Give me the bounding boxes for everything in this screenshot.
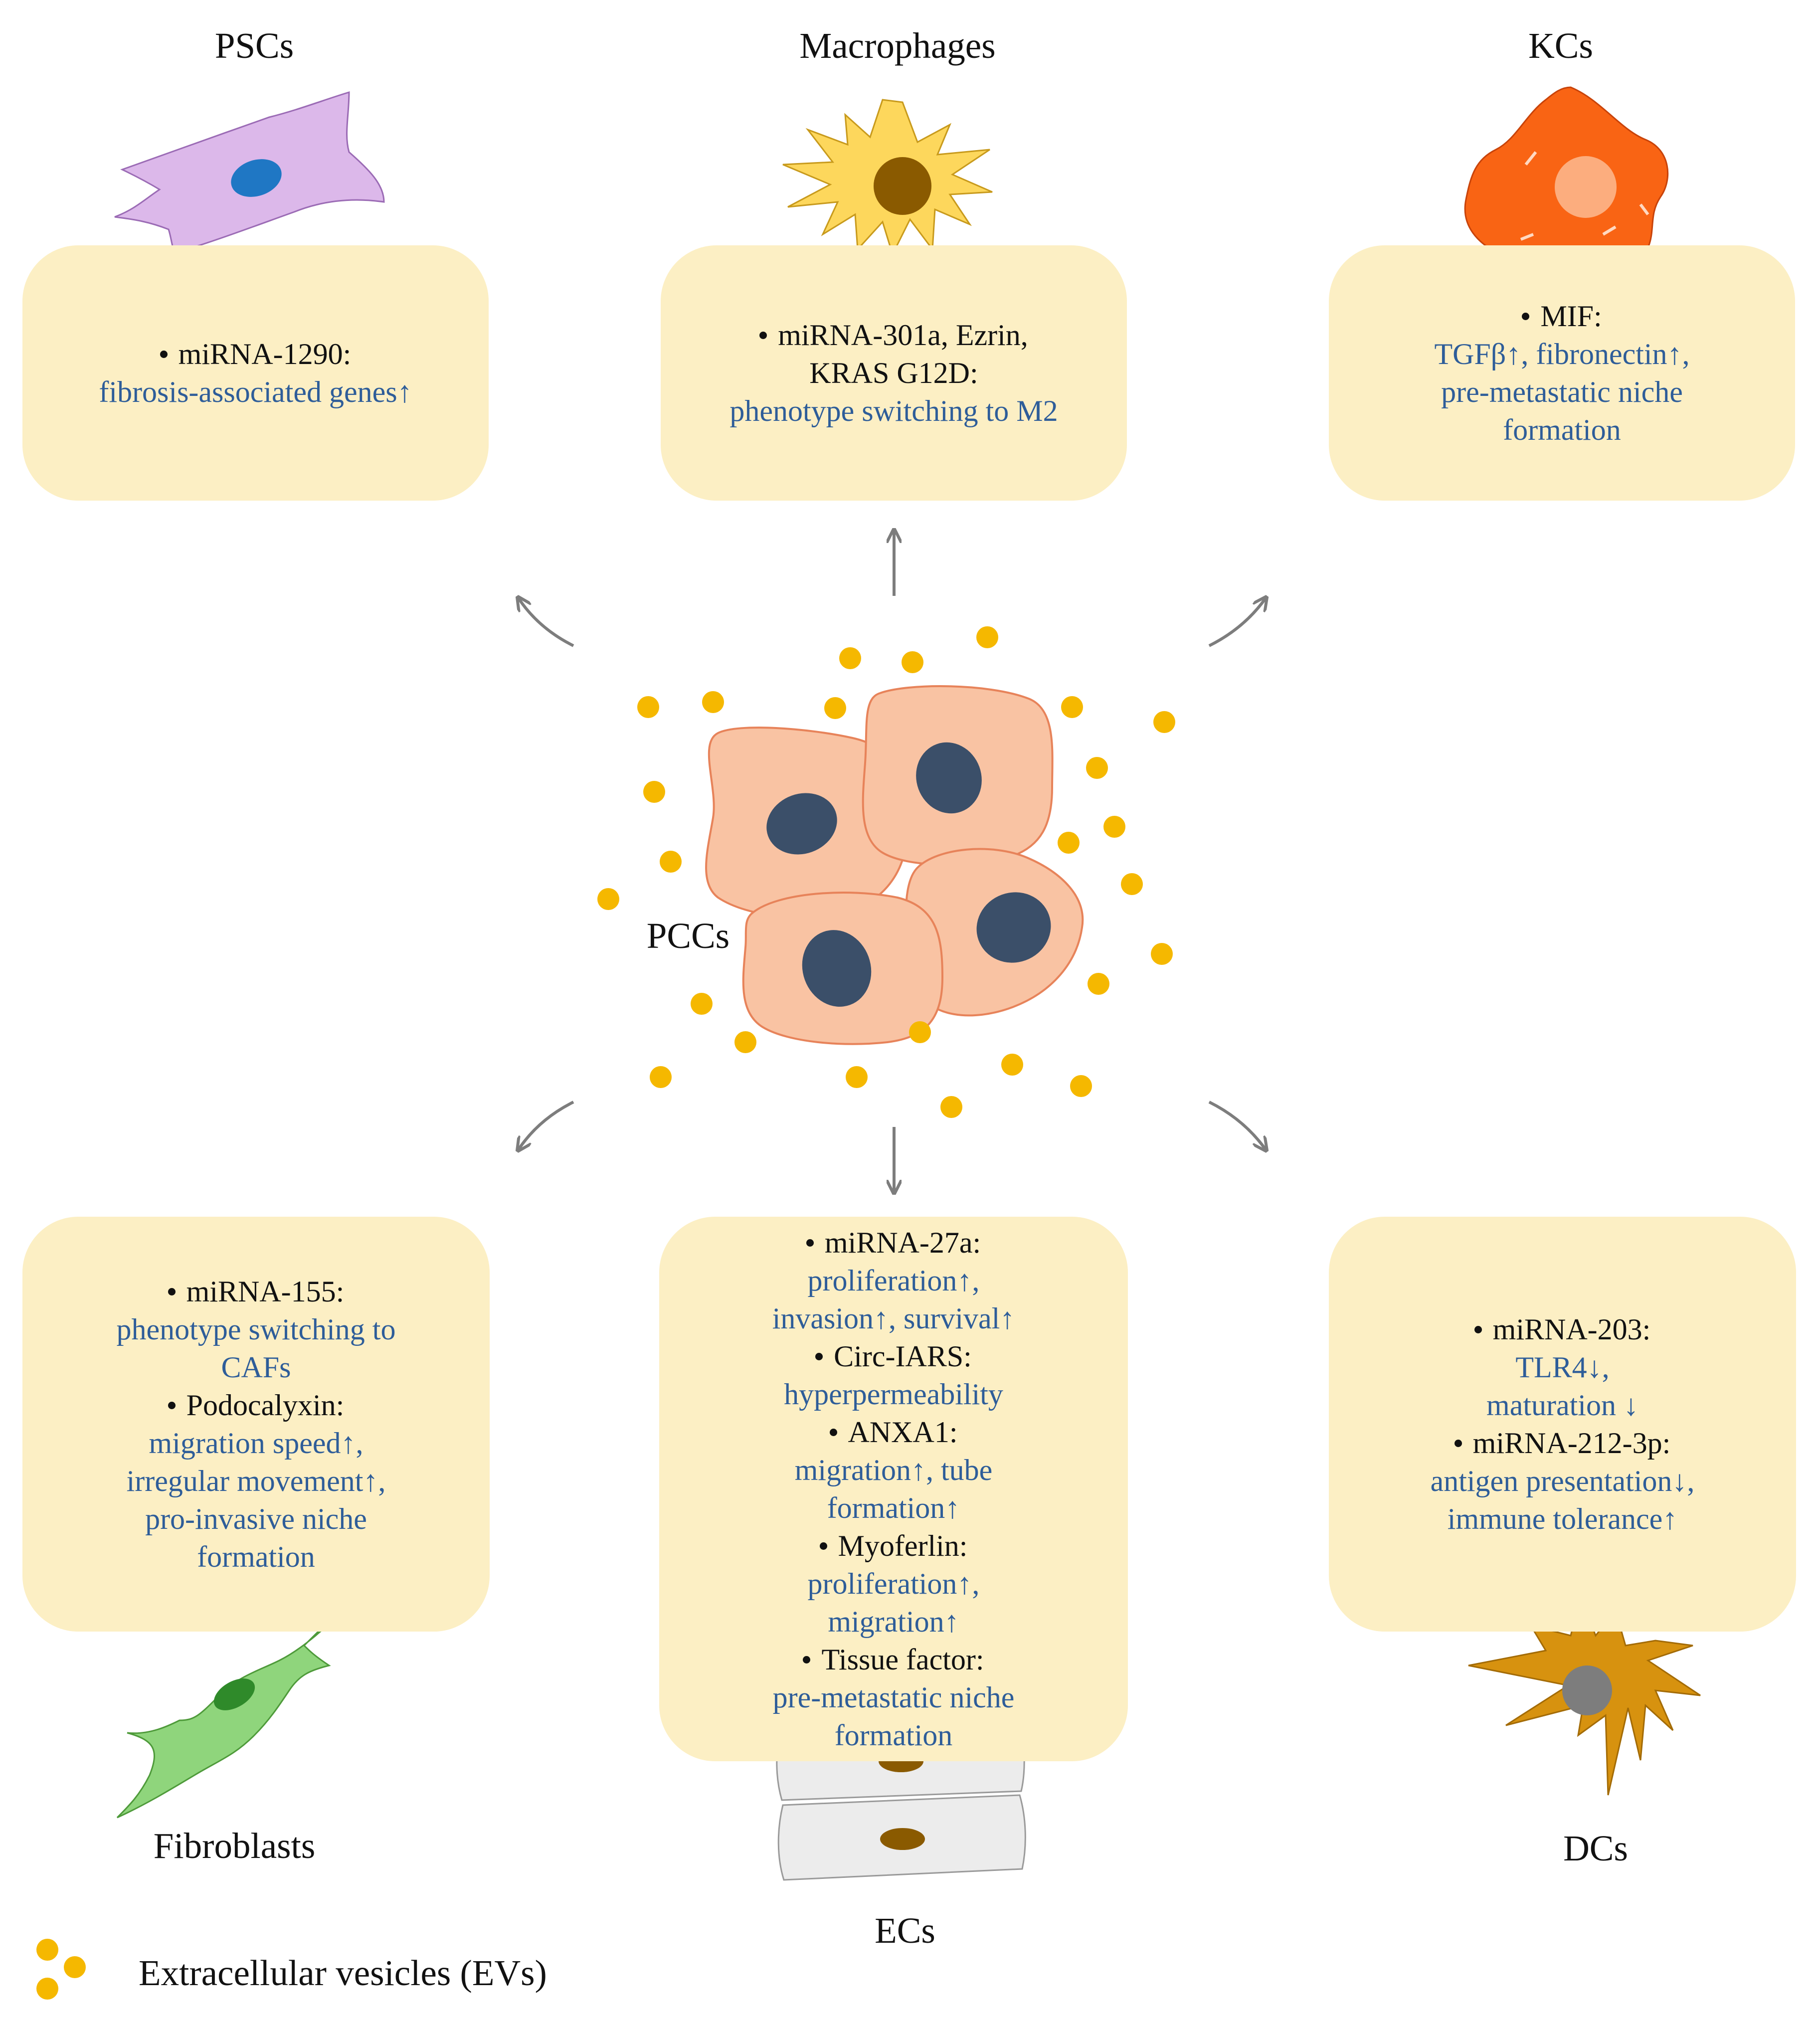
effect-line: antigen presentation↓, xyxy=(1430,1465,1695,1497)
effect-line: formation xyxy=(834,1719,953,1752)
arrows xyxy=(519,531,1266,1192)
effect-line: hyperpermeability xyxy=(784,1378,1003,1411)
effect-line: phenotype switching to M2 xyxy=(729,394,1058,427)
molecule-label: MIF: xyxy=(1540,300,1602,333)
effect-line: TLR4↓, xyxy=(1515,1351,1610,1384)
label-fibroblasts: Fibroblasts xyxy=(153,1826,316,1866)
effect-line: irregular movement↑, xyxy=(126,1465,386,1497)
effect-line: maturation ↓ xyxy=(1486,1389,1638,1422)
effect-line: migration↑ xyxy=(828,1605,959,1638)
kc-cell-icon xyxy=(1464,86,1669,286)
molecule-label: miRNA-301a, Ezrin, xyxy=(778,319,1028,352)
effect-line: TGFβ↑, fibronectin↑, xyxy=(1434,338,1690,370)
arrow-to-dcs xyxy=(1208,1101,1266,1149)
label-pccs: PCCs xyxy=(646,916,730,956)
molecule: MIF: xyxy=(1344,297,1780,335)
fibroblast-cell-icon xyxy=(116,1602,350,1819)
effect-line: phenotype switching to xyxy=(116,1313,396,1346)
box-kcs-content: MIF: TGFβ↑, fibronectin↑, pre-metastatic… xyxy=(1344,297,1780,449)
bullet-icon xyxy=(160,350,168,358)
effect-line: pre-metastatic niche xyxy=(1441,375,1683,408)
effect-line: CAFs xyxy=(221,1351,291,1384)
bullet-icon xyxy=(759,331,767,339)
label-ecs: ECs xyxy=(875,1910,935,1951)
molecule-label: ANXA1: xyxy=(848,1416,958,1449)
arrow-to-fibroblasts xyxy=(519,1101,574,1149)
molecule: Podocalyxin: xyxy=(37,1386,475,1424)
effect-line: formation xyxy=(1503,413,1621,446)
box-pscs: miRNA-1290: fibrosis-associated genes↑ xyxy=(22,245,489,501)
effect-line: formation↑ xyxy=(827,1491,960,1524)
box-macrophages-content: miRNA-301a, Ezrin, KRAS G12D: phenotype … xyxy=(676,316,1112,430)
effect-line: invasion↑, survival↑ xyxy=(772,1302,1015,1335)
effect-line: pro-invasive niche xyxy=(145,1502,367,1535)
molecule: miRNA-212-3p: xyxy=(1344,1424,1781,1462)
molecule-label: miRNA-203: xyxy=(1492,1313,1651,1346)
effect-line: formation xyxy=(197,1540,315,1573)
molecule: Circ-IARS: xyxy=(674,1337,1113,1375)
dc-cell-icon xyxy=(1468,1593,1701,1796)
bullet-icon xyxy=(819,1542,827,1550)
bullet-icon xyxy=(168,1401,176,1409)
molecule: miRNA-203: xyxy=(1344,1310,1781,1348)
pcc-cluster-icon xyxy=(705,685,1084,1045)
molecule-label: Circ-IARS: xyxy=(834,1340,972,1373)
effect-line: fibrosis-associated genes↑ xyxy=(99,375,412,408)
effect-line: pre-metastatic niche xyxy=(772,1681,1015,1714)
box-kcs: MIF: TGFβ↑, fibronectin↑, pre-metastatic… xyxy=(1329,245,1795,501)
molecule: Myoferlin: xyxy=(674,1527,1113,1565)
effect-line: immune tolerance↑ xyxy=(1447,1502,1678,1535)
molecule-label: miRNA-27a: xyxy=(824,1226,981,1259)
box-fibroblasts: miRNA-155: phenotype switching to CAFs P… xyxy=(22,1217,490,1632)
box-pscs-content: miRNA-1290: fibrosis-associated genes↑ xyxy=(37,335,474,411)
molecule: Tissue factor: xyxy=(674,1641,1113,1678)
label-macrophages: Macrophages xyxy=(799,25,996,66)
ev-dots xyxy=(597,626,1175,1118)
molecule-label: miRNA-212-3p: xyxy=(1472,1427,1671,1460)
legend-label: Extracellular vesicles (EVs) xyxy=(139,1953,547,1993)
box-ecs: miRNA-27a: proliferation↑, invasion↑, su… xyxy=(659,1217,1128,1761)
legend-ev-icon xyxy=(36,1939,86,2000)
molecule: ANXA1: xyxy=(674,1413,1113,1451)
bullet-icon xyxy=(168,1288,176,1295)
bullet-icon xyxy=(803,1656,811,1663)
bullet-icon xyxy=(806,1239,814,1247)
effect-line: proliferation↑, xyxy=(807,1264,980,1297)
molecule-label: miRNA-155: xyxy=(186,1275,345,1308)
molecule: miRNA-155: xyxy=(37,1273,475,1310)
molecule-label: Podocalyxin: xyxy=(186,1389,345,1422)
box-dcs-content: miRNA-203: TLR4↓, maturation ↓ miRNA-212… xyxy=(1344,1310,1781,1538)
molecule-label: Myoferlin: xyxy=(838,1529,968,1562)
bullet-icon xyxy=(1522,312,1530,320)
molecule: miRNA-301a, Ezrin, xyxy=(676,316,1112,354)
box-macrophages: miRNA-301a, Ezrin, KRAS G12D: phenotype … xyxy=(661,245,1127,501)
molecule: miRNA-27a: xyxy=(674,1224,1113,1262)
bullet-icon xyxy=(829,1428,837,1436)
bullet-icon xyxy=(1454,1439,1462,1447)
macrophage-cell-icon xyxy=(782,99,993,257)
arrow-to-pscs xyxy=(519,598,574,647)
box-dcs: miRNA-203: TLR4↓, maturation ↓ miRNA-212… xyxy=(1329,1217,1796,1632)
effect-line: migration speed↑, xyxy=(149,1427,364,1460)
effect-line: proliferation↑, xyxy=(807,1567,980,1600)
molecule-continued: KRAS G12D: xyxy=(809,357,978,389)
effect-line: migration↑, tube xyxy=(794,1454,993,1486)
arrow-to-kcs xyxy=(1208,598,1266,647)
psc-cell-icon xyxy=(114,91,385,272)
molecule-label: miRNA-1290: xyxy=(178,338,352,370)
box-fibroblasts-content: miRNA-155: phenotype switching to CAFs P… xyxy=(37,1273,475,1576)
molecule-label: Tissue factor: xyxy=(821,1643,984,1676)
bullet-icon xyxy=(1474,1325,1482,1333)
molecule: miRNA-1290: xyxy=(37,335,474,373)
box-ecs-content: miRNA-27a: proliferation↑, invasion↑, su… xyxy=(674,1224,1113,1754)
label-pscs: PSCs xyxy=(214,25,294,66)
bullet-icon xyxy=(815,1352,823,1360)
label-dcs: DCs xyxy=(1563,1828,1628,1868)
label-kcs: KCs xyxy=(1528,25,1593,66)
